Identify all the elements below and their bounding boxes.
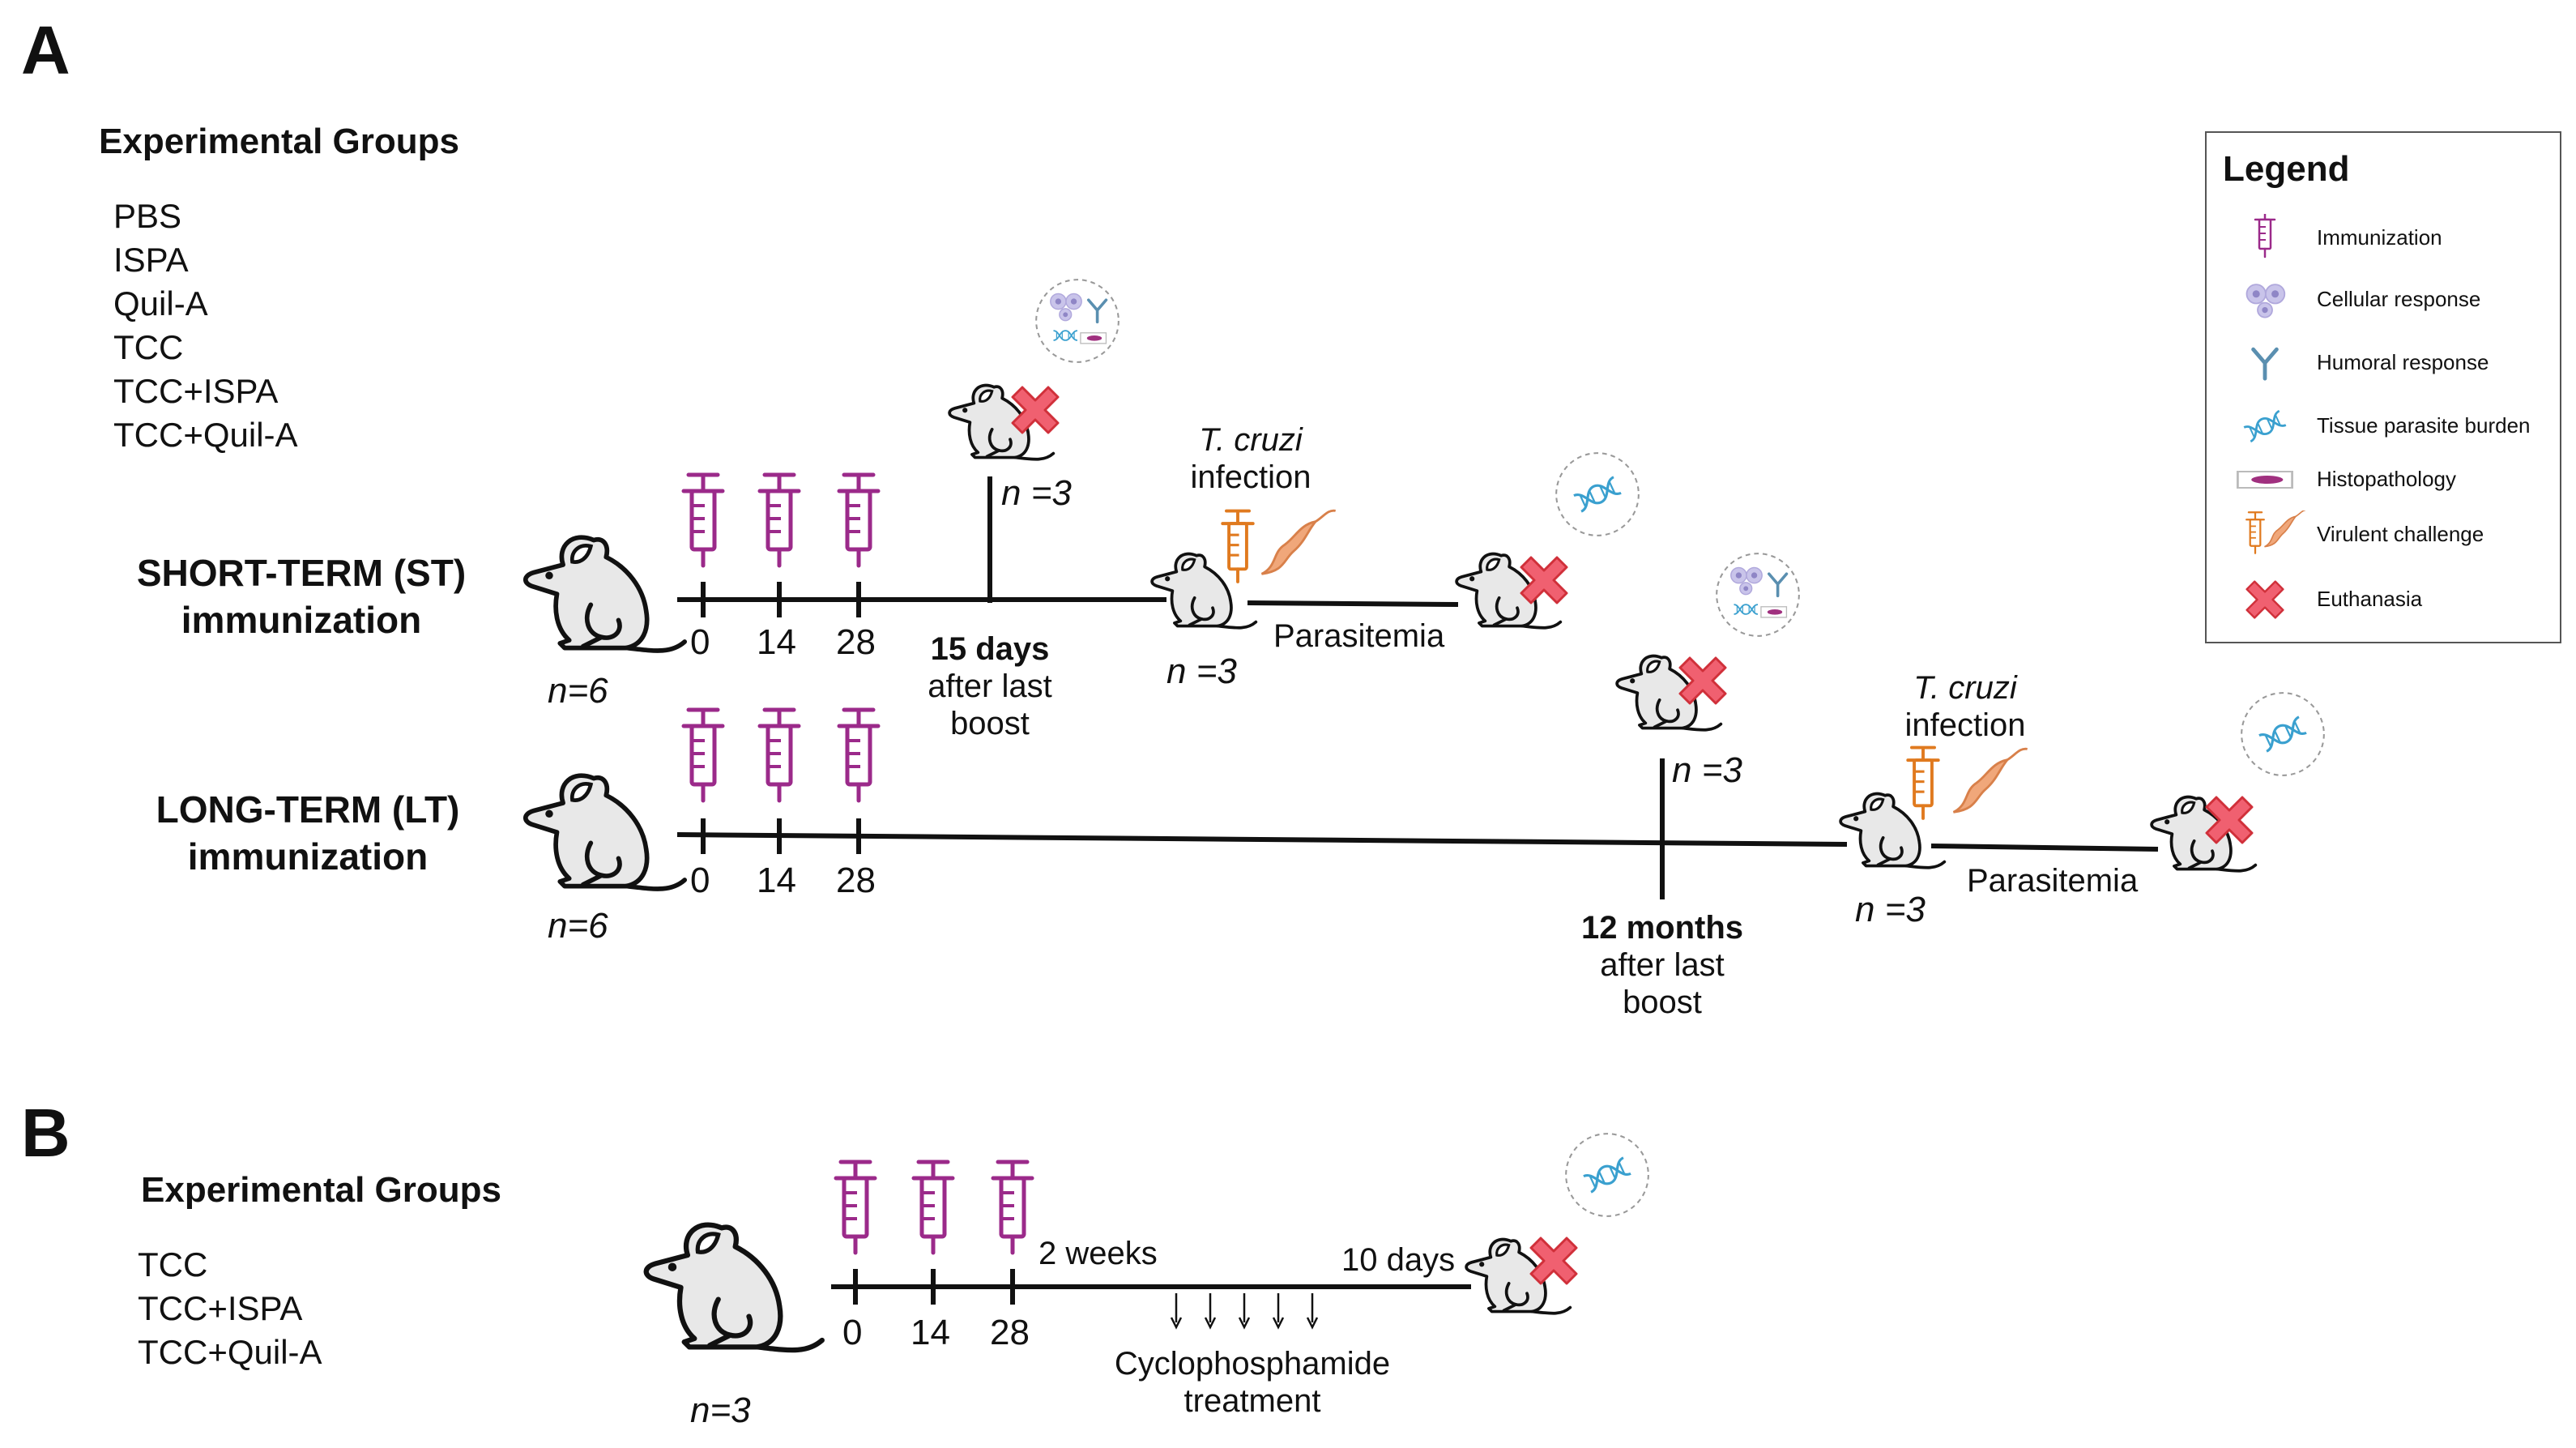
lt-n-infected: n =3 (1855, 890, 1926, 929)
dna-icon (2242, 409, 2288, 443)
lt-interval-label: 12 months after last boost (1580, 910, 1744, 1020)
mouse-icon (646, 1225, 822, 1351)
st-interval-label: 15 days after last boost (928, 631, 1052, 741)
cyclophosphamide-arrows (1170, 1293, 1319, 1330)
group-item: Quil-A (113, 284, 208, 322)
tissue-slide-icon (2236, 470, 2294, 489)
st-n-sample: n =3 (1001, 473, 1072, 513)
group-item: TCC+Quil-A (113, 416, 298, 454)
red-x-icon (1520, 556, 1568, 604)
legend: Legend Immunization Cellular response Hu… (2205, 131, 2561, 643)
syringe-icon (836, 1162, 875, 1253)
lt-tick-0: 0 (690, 861, 710, 900)
b-interval-10-days: 10 days (1341, 1242, 1456, 1278)
antibody-icon (2224, 339, 2305, 387)
group-item: ISPA (113, 241, 189, 279)
sample-bubble-icon (1717, 553, 1799, 636)
mouse-icon (526, 537, 685, 651)
groups-list-a: PBS ISPA Quil-A TCC TCC+ISPA TCC+Quil-A (113, 194, 298, 457)
red-x-icon (1529, 1237, 1578, 1285)
st-syringes (684, 475, 878, 566)
cells-icon (2245, 284, 2286, 318)
syringe-parasite-icon (2245, 510, 2305, 554)
syringe-icon (839, 710, 878, 801)
b-tick-0: 0 (842, 1313, 863, 1352)
group-item: PBS (113, 197, 182, 235)
lt-n-start: n=6 (548, 906, 608, 946)
b-tick-14: 14 (911, 1313, 950, 1352)
b-treatment-label: Cyclophosphamide treatment (1114, 1346, 1391, 1419)
syringe-icon (760, 475, 799, 566)
sample-bubble-icon (1036, 280, 1119, 362)
legend-item-humoral: Humoral response (2207, 339, 2563, 387)
group-item: TCC+ISPA (113, 372, 279, 410)
sample-bubble-icon (1556, 453, 1639, 536)
panel-label-a: A (21, 12, 70, 88)
sample-bubble-icon (2241, 693, 2324, 775)
b-syringes (836, 1162, 1032, 1253)
red-x-icon (2245, 580, 2284, 619)
parasite-icon (1260, 509, 1337, 575)
legend-item-tissue-burden: Tissue parasite burden (2207, 402, 2563, 451)
panel-label-b: B (21, 1095, 70, 1171)
groups-heading-b: Experimental Groups (141, 1170, 502, 1210)
st-tick-14: 14 (757, 622, 796, 662)
b-interval-2-weeks: 2 weeks (1039, 1236, 1158, 1271)
st-parasitemia: Parasitemia (1273, 618, 1445, 654)
group-item: TCC (113, 328, 184, 366)
syringe-icon (839, 475, 878, 566)
st-timeline (677, 476, 1459, 617)
legend-item-histopathology: Histopathology (2207, 455, 2563, 504)
lt-tick-14: 14 (757, 861, 796, 900)
st-protocol-title: SHORT-TERM (ST) immunization (136, 552, 467, 641)
legend-item-virulent-challenge: Virulent challenge (2207, 510, 2563, 559)
legend-item-immunization: Immunization (2207, 214, 2563, 263)
b-tick-28: 28 (990, 1313, 1030, 1352)
st-n-infected: n =3 (1166, 651, 1237, 691)
lt-tick-28: 28 (836, 861, 876, 900)
legend-item-cellular: Cellular response (2207, 276, 2563, 324)
legend-title: Legend (2223, 149, 2350, 189)
syringe-icon (914, 1162, 953, 1253)
b-timeline (831, 1269, 1471, 1305)
syringe-icon (760, 710, 799, 801)
syringe-parasite-icon (1221, 509, 1255, 583)
lt-infection-label: T. cruzi infection (1904, 670, 2026, 743)
lt-parasitemia: Parasitemia (1967, 863, 2139, 899)
st-tick-0: 0 (690, 622, 710, 662)
syringe-parasite-icon (1906, 745, 1940, 820)
mouse-icon (526, 775, 685, 889)
syringe-icon (684, 475, 723, 566)
groups-heading-a: Experimental Groups (99, 122, 460, 161)
parasite-icon (1952, 747, 2029, 814)
st-tick-28: 28 (836, 622, 876, 662)
group-item: TCC+ISPA (138, 1289, 303, 1327)
group-item: TCC+Quil-A (138, 1333, 322, 1371)
lt-syringes (684, 710, 878, 801)
syringe-icon (2254, 214, 2276, 258)
st-infection-label: T. cruzi infection (1190, 422, 1311, 495)
lt-n-sample: n =3 (1672, 750, 1742, 790)
groups-list-b: TCC TCC+ISPA TCC+Quil-A (138, 1243, 322, 1374)
st-n-start: n=6 (548, 671, 608, 711)
group-item: TCC (138, 1245, 208, 1284)
b-n-start: n=3 (690, 1390, 751, 1430)
lt-protocol-title: LONG-TERM (LT) immunization (156, 788, 460, 878)
lt-timeline (676, 758, 2159, 899)
sample-bubble-icon (1566, 1134, 1648, 1216)
legend-item-euthanasia: Euthanasia (2207, 575, 2563, 624)
syringe-icon (993, 1162, 1032, 1253)
syringe-icon (684, 710, 723, 801)
